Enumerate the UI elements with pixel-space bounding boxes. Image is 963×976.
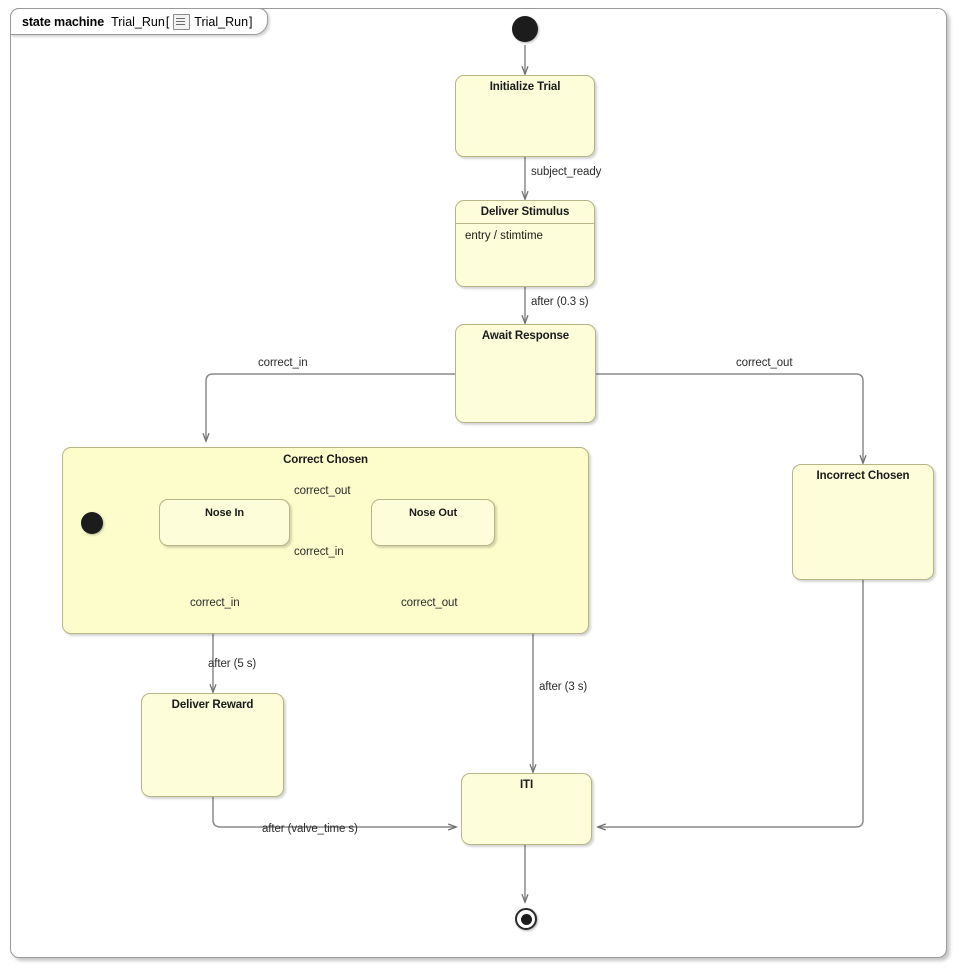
compartment-divider	[456, 223, 594, 224]
state-deliver-reward[interactable]: Deliver Reward	[141, 693, 284, 797]
transition-label-after-3-s: after (3 s)	[539, 681, 588, 693]
state-iti[interactable]: ITI	[461, 773, 592, 845]
state-initialize-trial[interactable]: Initialize Trial	[455, 75, 595, 157]
state-entry-behavior: entry / stimtime	[465, 230, 543, 242]
correct-chosen-initial-pseudostate	[81, 512, 103, 534]
state-nose-out[interactable]: Nose Out	[371, 499, 495, 546]
state-title: Initialize Trial	[489, 81, 561, 93]
state-title: ITI	[519, 779, 534, 791]
state-correct-chosen[interactable]: Correct Chosen	[62, 447, 589, 634]
state-title: Deliver Stimulus	[480, 206, 570, 218]
transition-label-correct-in-await: correct_in	[258, 357, 308, 369]
frame-name: Trial_Run	[111, 14, 165, 29]
final-state	[515, 908, 537, 930]
state-title: Deliver Reward	[171, 699, 254, 711]
state-incorrect-chosen[interactable]: Incorrect Chosen	[792, 464, 934, 580]
frame-keyword: state machine	[22, 14, 105, 29]
transition-label-correct-out-await: correct_out	[736, 357, 793, 369]
state-title: Incorrect Chosen	[816, 470, 910, 482]
transition-label-correct-out-self: correct_out	[401, 597, 458, 609]
transition-label-after-5-s: after (5 s)	[208, 658, 257, 670]
frame-qualified-name: Trial_Run	[194, 14, 249, 29]
state-title: Await Response	[481, 330, 570, 342]
state-title: Correct Chosen	[283, 454, 368, 466]
transition-label-subject-ready: subject_ready	[531, 166, 602, 178]
diagram-frame-header[interactable]: state machine Trial_Run [ Trial_Run ]	[10, 8, 268, 35]
frame-bracket-close: ]	[249, 14, 253, 29]
transition-label-after-0-3-s: after (0.3 s)	[531, 296, 589, 308]
initial-pseudostate	[512, 16, 538, 42]
state-title: Nose Out	[408, 507, 458, 519]
transition-label-correct-in-noseout-nosein: correct_in	[294, 546, 344, 558]
final-state-inner	[520, 913, 532, 925]
state-nose-in[interactable]: Nose In	[159, 499, 290, 546]
state-await-response[interactable]: Await Response	[455, 324, 596, 423]
state-machine-icon	[173, 13, 191, 30]
transition-label-correct-in-self: correct_in	[190, 597, 240, 609]
transition-label-after-valve-time-s: after (valve_time s)	[262, 823, 358, 835]
transition-label-correct-out-nosein-noseout: correct_out	[294, 485, 351, 497]
state-title: Nose In	[204, 507, 245, 519]
frame-bracket-open: [	[165, 14, 170, 29]
state-deliver-stimulus[interactable]: Deliver Stimulus entry / stimtime	[455, 200, 595, 287]
